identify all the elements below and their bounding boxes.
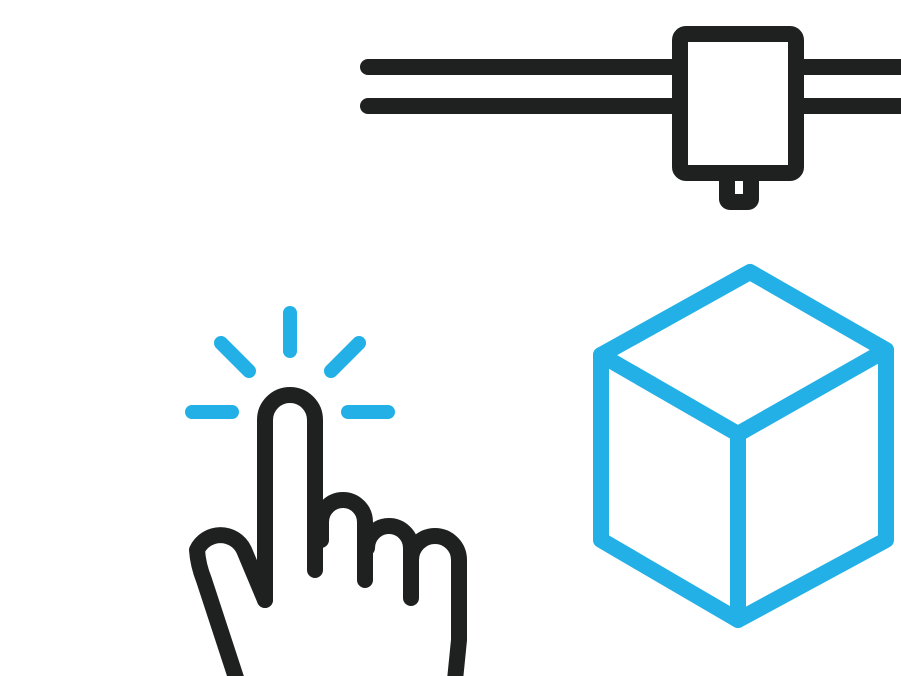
hand-little-finger-and-palm [403, 528, 467, 676]
tap-gesture-icon [185, 306, 467, 676]
printer-carriage [672, 26, 804, 181]
hand-index-finger [257, 387, 323, 608]
tap-ray-upper-left [214, 336, 256, 378]
tap-ray-upper-right [324, 336, 366, 378]
hand-thumb [189, 527, 273, 676]
tap-rays [185, 306, 395, 419]
hand-middle-finger [313, 492, 373, 588]
cube-icon [593, 264, 894, 628]
printer-nozzle [719, 165, 759, 210]
hand-outline [189, 387, 467, 676]
cube-inner-edges [593, 342, 894, 442]
3d-printer-head-icon [360, 26, 901, 210]
